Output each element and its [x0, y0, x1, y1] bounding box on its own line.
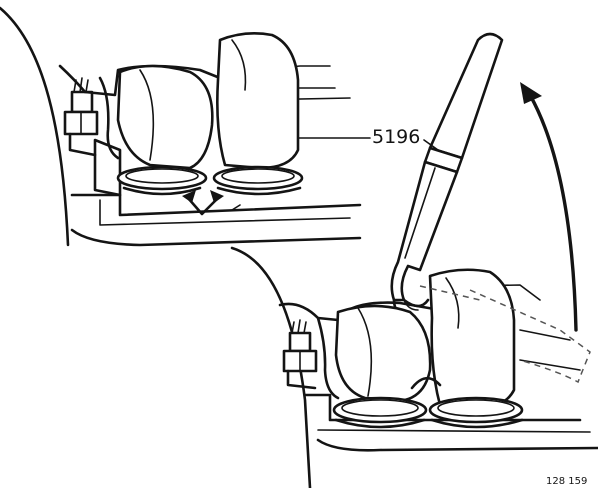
tool-label-leader: [423, 139, 439, 151]
bottom-stud-nut: [282, 319, 318, 390]
figure-ref-label: 128 159: [546, 476, 587, 487]
top-camshaft: [58, 64, 222, 97]
tool-5196: [390, 32, 504, 320]
top-stud-nut: [63, 77, 99, 157]
top-journal-ring-1: [116, 165, 208, 191]
bottom-head-edge: [316, 438, 598, 452]
top-pulley-edge: [0, 6, 70, 247]
bottom-journal-ring-1: [332, 396, 428, 424]
top-cam-lobe-1: [116, 64, 214, 170]
bottom-view: [230, 246, 598, 488]
top-head-deck: [70, 193, 362, 217]
bottom-cam-lobe-2: [428, 268, 516, 410]
rotation-arrow: [520, 82, 578, 332]
top-bearing-block: [93, 138, 122, 197]
top-head-edge: [70, 228, 362, 247]
tool-number-label: 5196: [372, 126, 420, 148]
top-view: [0, 6, 371, 247]
bottom-pulley-edge: [230, 246, 312, 488]
bottom-journal-ring-2: [428, 396, 524, 424]
top-journal-ring-2: [212, 165, 304, 191]
top-play-arrows: [182, 190, 241, 216]
tool-handle: [428, 32, 504, 160]
bottom-cam-lobe-1: [334, 304, 432, 402]
top-cam-lobe-2: [216, 32, 300, 170]
